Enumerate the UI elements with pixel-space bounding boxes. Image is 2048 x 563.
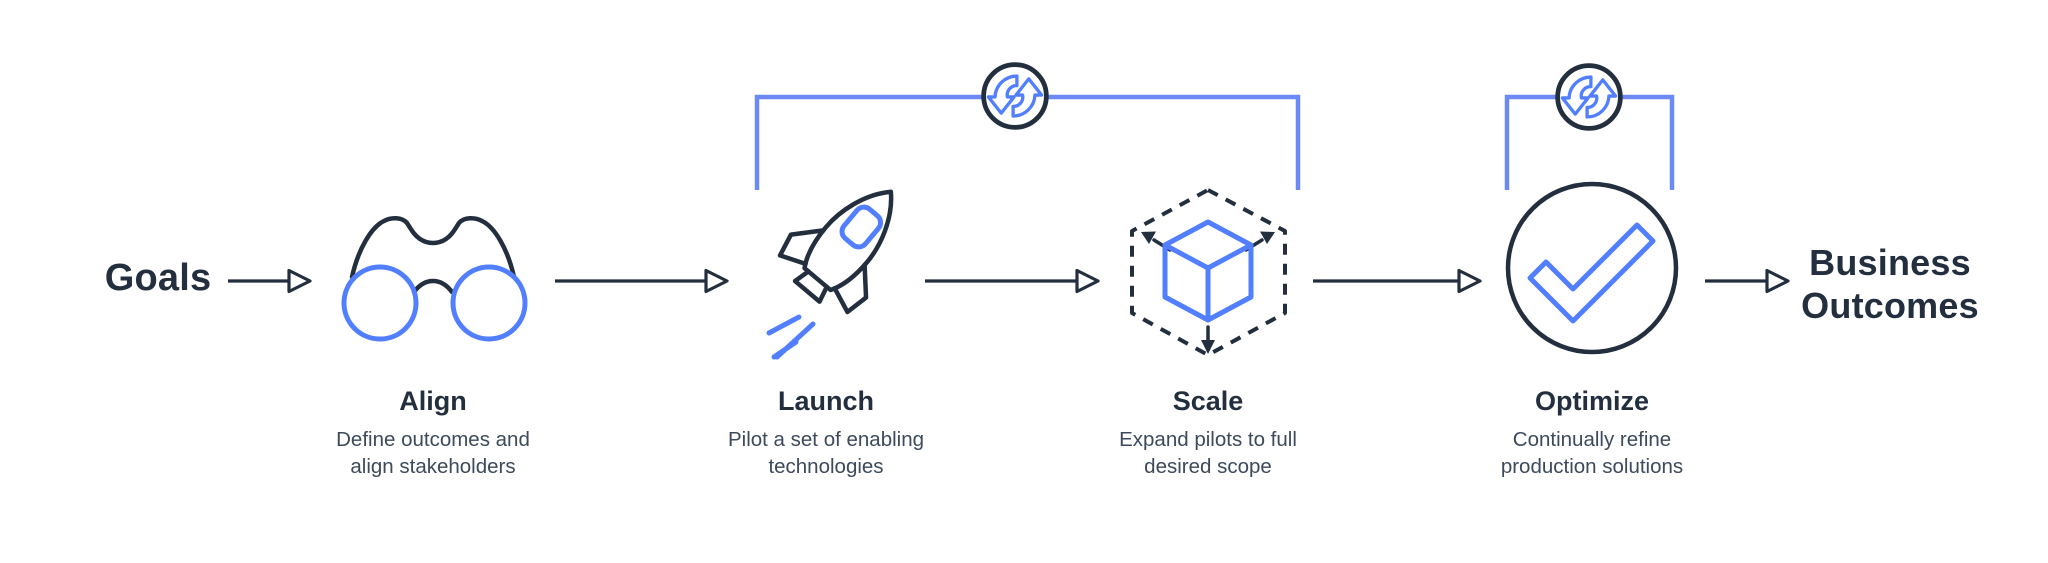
binoculars-icon xyxy=(341,216,528,342)
business-outcomes-label: Business Outcomes xyxy=(1760,241,2020,327)
stage-description-line: desired scope xyxy=(1144,454,1272,478)
stage-align: Align Define outcomes and align stakehol… xyxy=(263,386,603,480)
stage-description-line: technologies xyxy=(768,454,884,478)
stage-description-line: Define outcomes and xyxy=(336,428,530,451)
sync-icon xyxy=(981,62,1049,130)
stage-launch: Launch Pilot a set of enabling technolog… xyxy=(656,386,996,480)
stage-title: Scale xyxy=(1172,386,1244,416)
scale-cube-icon xyxy=(1130,188,1287,357)
stage-description-line: align stakeholders xyxy=(350,454,516,478)
stage-description: Pilot a set of enabling technologies xyxy=(656,427,996,480)
flow-arrow-optimize-outcomes xyxy=(1705,268,1790,294)
flow-arrow-align-launch xyxy=(555,268,729,294)
stage-description-line: Continually refine xyxy=(1512,428,1672,451)
rocket-icon xyxy=(766,189,894,360)
flow-arrow-goals-align xyxy=(228,268,312,294)
stage-description: Define outcomes and align stakeholders xyxy=(263,427,603,480)
stage-description-line: Pilot a set of enabling xyxy=(727,428,925,451)
stage-description-line: production solutions xyxy=(1500,454,1684,478)
goals-label: Goals xyxy=(104,257,212,299)
stage-description: Continually refine production solutions xyxy=(1422,427,1762,480)
stage-description: Expand pilots to full desired scope xyxy=(1038,427,1378,480)
business-outcomes-line2: Outcomes xyxy=(1801,285,1979,326)
stage-optimize: Optimize Continually refine production s… xyxy=(1422,386,1762,480)
flow-arrow-scale-optimize xyxy=(1313,268,1482,294)
stage-title: Launch xyxy=(777,386,874,416)
check-circle-icon xyxy=(1505,181,1679,355)
stage-title: Optimize xyxy=(1534,386,1649,416)
sync-icon xyxy=(1555,63,1623,131)
flow-arrow-launch-scale xyxy=(925,268,1100,294)
stage-title: Align xyxy=(399,386,467,416)
stage-description-line: Expand pilots to full xyxy=(1119,428,1297,451)
stage-scale: Scale Expand pilots to full desired scop… xyxy=(1038,386,1378,480)
business-outcomes-line1: Business xyxy=(1809,242,1971,283)
rocket-exhaust-lines xyxy=(766,314,816,360)
